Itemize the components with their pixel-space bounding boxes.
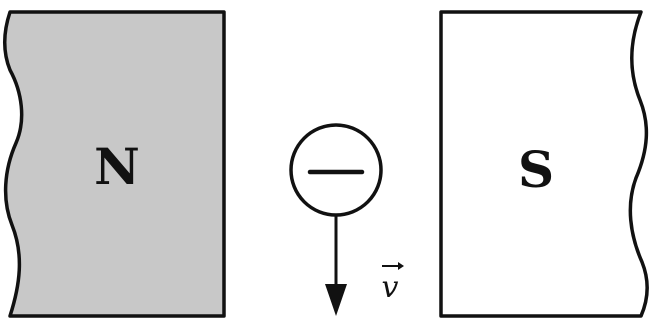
north-magnet-body bbox=[3, 10, 226, 318]
south-magnet-body bbox=[439, 10, 649, 318]
north-magnet: N bbox=[3, 10, 226, 318]
north-pole-label: N bbox=[94, 137, 140, 196]
south-magnet: S bbox=[439, 10, 649, 318]
arrow-down-icon bbox=[325, 284, 347, 316]
negative-charge bbox=[289, 123, 383, 217]
south-pole-label: S bbox=[518, 140, 554, 199]
vector-overarrow-head-icon bbox=[398, 262, 404, 270]
velocity-vector: v bbox=[325, 215, 404, 316]
velocity-label: v bbox=[382, 270, 399, 305]
